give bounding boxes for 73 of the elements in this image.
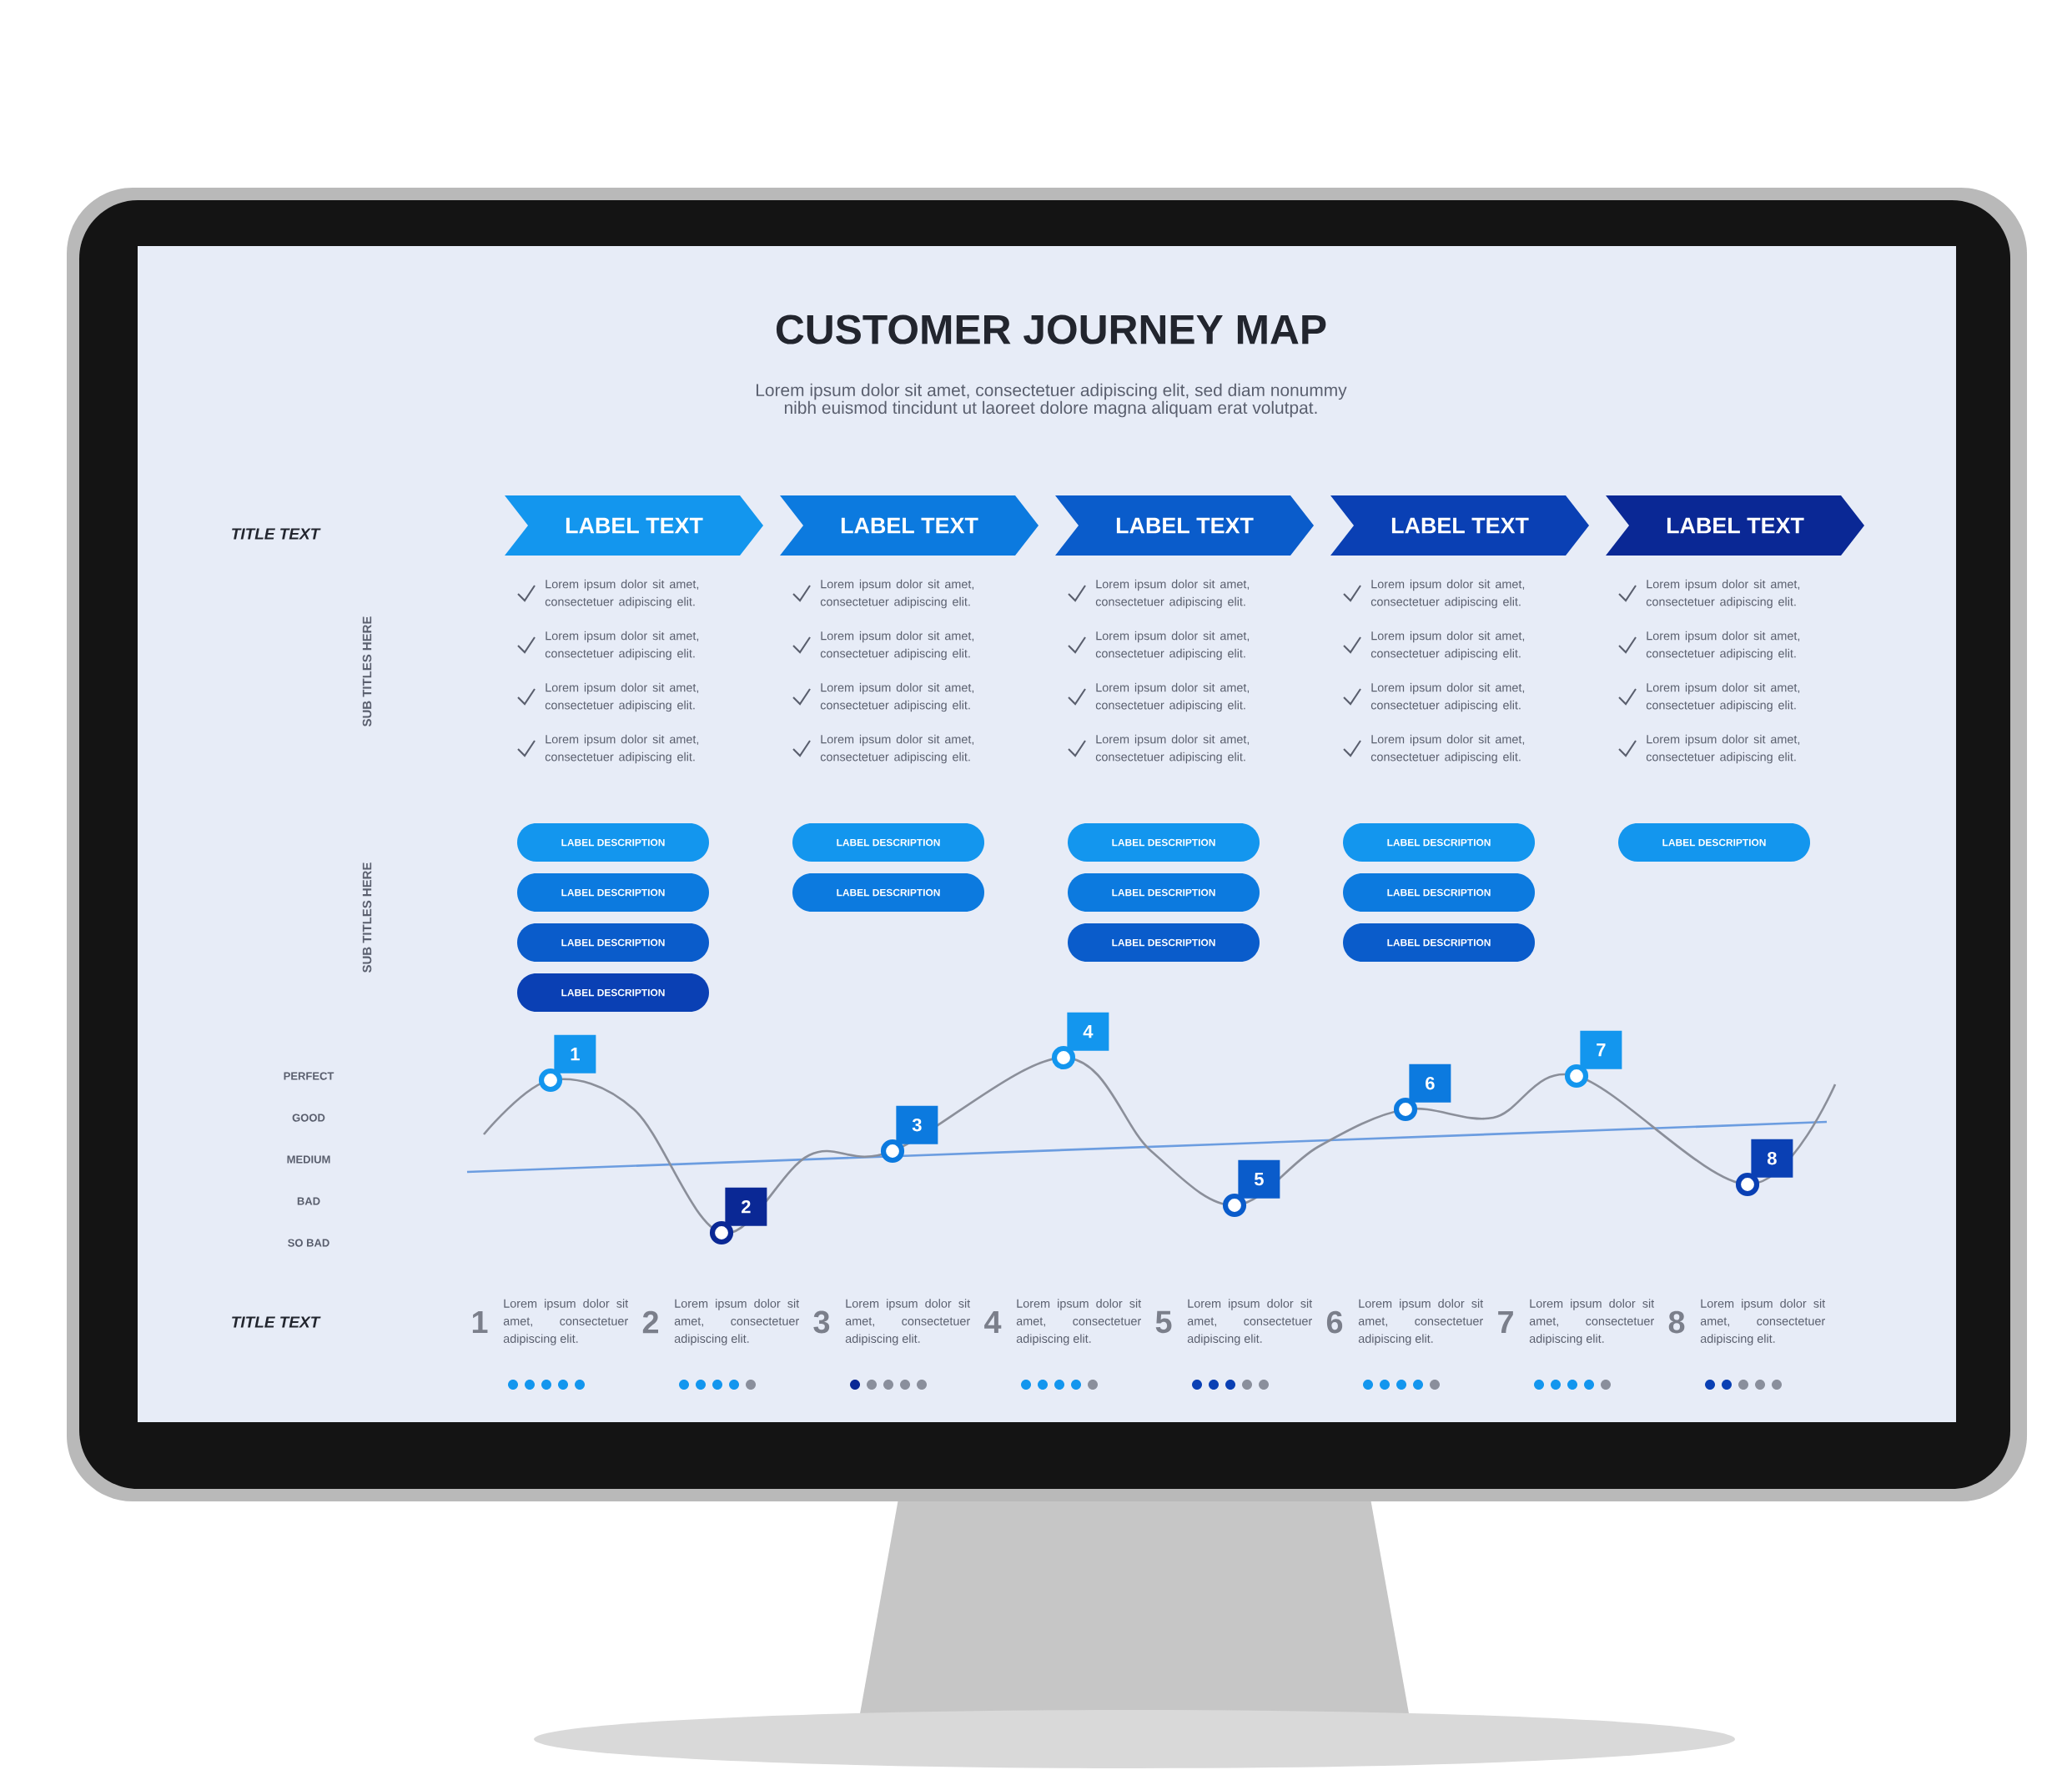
checklist-item: Lorem ipsum dolor sit amet, consectetuer adipiscing elit. — [792, 682, 974, 712]
step-number: 7 — [1498, 1311, 1513, 1333]
checklist-item: Lorem ipsum dolor sit amet, consectetuer adipiscing elit. — [1618, 682, 1800, 712]
label-pill: LABEL DESCRIPTION — [1068, 923, 1260, 962]
level-label: PERFECT — [284, 1072, 334, 1080]
checklist-item: Lorem ipsum dolor sit amet, consectetuer adipiscing elit. — [1343, 734, 1525, 764]
label-pill: LABEL DESCRIPTION — [1343, 923, 1536, 962]
step-number: 1 — [472, 1311, 488, 1333]
step-number: 6 — [1326, 1310, 1343, 1334]
label-pill: LABEL DESCRIPTION — [517, 873, 709, 912]
checklist-item: Lorem ipsum dolor sit amet, consectetuer adipiscing elit. — [1618, 734, 1800, 764]
number-flag: 5 — [1238, 1159, 1280, 1199]
checklist-item: Lorem ipsum dolor sit amet, consectetuer adipiscing elit. — [1618, 631, 1800, 661]
title: CUSTOMER JOURNEY MAP — [776, 314, 1326, 344]
row-title: TITLE TEXT — [232, 1316, 321, 1328]
label-pill: LABEL DESCRIPTION — [517, 823, 709, 862]
row-subtitle: SUB TITLES HERE — [362, 616, 372, 727]
label-pill: LABEL DESCRIPTION — [1343, 823, 1536, 862]
label-pill: LABEL DESCRIPTION — [517, 973, 709, 1012]
step-description: Lorem ipsum dolor sit amet, consectetuer adipiscing elit. — [1187, 1299, 1313, 1345]
chevron-step: LABEL TEXT — [505, 495, 763, 556]
checklist-item: Lorem ipsum dolor sit amet, consectetuer adipiscing elit. — [517, 631, 699, 661]
level-label: MEDIUM — [287, 1155, 330, 1164]
step-description: Lorem ipsum dolor sit amet, consectetuer adipiscing elit. — [1358, 1299, 1484, 1345]
level-label: GOOD — [292, 1114, 325, 1122]
step-number: 8 — [1668, 1310, 1685, 1334]
label-pill: LABEL DESCRIPTION — [792, 823, 984, 862]
step-description: Lorem ipsum dolor sit amet, consectetuer adipiscing elit. — [503, 1299, 629, 1345]
checklist-item: Lorem ipsum dolor sit amet, consectetuer adipiscing elit. — [792, 631, 974, 661]
step-description: Lorem ipsum dolor sit amet, consectetuer adipiscing elit. — [1016, 1299, 1142, 1345]
chevron-step: LABEL TEXT — [1055, 495, 1314, 556]
subtitle: Lorem ipsum dolor sit amet, consectetuer adipiscing elit, sed diam nonummy nibh euismod tincidunt ut laoreet dolore magna aliquam erat volutpat. — [757, 383, 1347, 418]
checklist-item: Lorem ipsum dolor sit amet, consectetuer adipiscing elit. — [1343, 579, 1525, 609]
checklist-item: Lorem ipsum dolor sit amet, consectetuer adipiscing elit. — [517, 579, 699, 609]
checklist-item: Lorem ipsum dolor sit amet, consectetuer adipiscing elit. — [792, 579, 974, 609]
label-pill: LABEL DESCRIPTION — [1618, 823, 1811, 862]
number-flag: 6 — [1409, 1063, 1451, 1103]
step-number: 2 — [642, 1310, 658, 1334]
checklist-item: Lorem ipsum dolor sit amet, consectetuer adipiscing elit. — [1343, 682, 1525, 712]
step-number: 5 — [1155, 1310, 1172, 1334]
checklist-item: Lorem ipsum dolor sit amet, consectetuer adipiscing elit. — [1343, 631, 1525, 661]
checklist-item: Lorem ipsum dolor sit amet, consectetuer adipiscing elit. — [1068, 579, 1250, 609]
step-description: Lorem ipsum dolor sit amet, consectetuer adipiscing elit. — [674, 1299, 800, 1345]
step-number: 3 — [813, 1310, 830, 1334]
step-description: Lorem ipsum dolor sit amet, consectetuer adipiscing elit. — [1700, 1299, 1826, 1345]
checklist-item: Lorem ipsum dolor sit amet, consectetuer adipiscing elit. — [792, 734, 974, 764]
number-flag: 7 — [1580, 1030, 1622, 1069]
step-description: Lorem ipsum dolor sit amet, consectetuer adipiscing elit. — [845, 1299, 971, 1345]
chevron-step: LABEL TEXT — [1606, 495, 1865, 556]
row-subtitle: SUB TITLES HERE — [362, 862, 372, 973]
checklist-item: Lorem ipsum dolor sit amet, consectetuer adipiscing elit. — [1068, 734, 1250, 764]
step-number: 4 — [984, 1311, 1002, 1333]
step-description: Lorem ipsum dolor sit amet, consectetuer adipiscing elit. — [1529, 1299, 1655, 1345]
label-pill: LABEL DESCRIPTION — [1068, 823, 1260, 862]
number-flag: 4 — [1067, 1012, 1109, 1051]
row-title: TITLE TEXT — [232, 528, 321, 540]
label-pill: LABEL DESCRIPTION — [517, 923, 709, 962]
number-flag: 8 — [1751, 1139, 1793, 1178]
level-label: SO BAD — [288, 1239, 329, 1247]
checklist-item: Lorem ipsum dolor sit amet, consectetuer adipiscing elit. — [517, 734, 699, 764]
label-pill: LABEL DESCRIPTION — [792, 873, 984, 912]
level-label: BAD — [297, 1197, 320, 1205]
checklist-item: Lorem ipsum dolor sit amet, consectetuer adipiscing elit. — [1068, 631, 1250, 661]
checklist-item: Lorem ipsum dolor sit amet, consectetuer adipiscing elit. — [1068, 682, 1250, 712]
number-flag: 3 — [896, 1105, 938, 1144]
number-flag: 2 — [725, 1187, 767, 1226]
chevron-step: LABEL TEXT — [1330, 495, 1589, 556]
number-flag: 1 — [554, 1034, 596, 1074]
label-pill: LABEL DESCRIPTION — [1343, 873, 1536, 912]
chevron-step: LABEL TEXT — [780, 495, 1039, 556]
label-pill: LABEL DESCRIPTION — [1068, 873, 1260, 912]
checklist-item: Lorem ipsum dolor sit amet, consectetuer adipiscing elit. — [517, 682, 699, 712]
checklist-item: Lorem ipsum dolor sit amet, consectetuer adipiscing elit. — [1618, 579, 1800, 609]
